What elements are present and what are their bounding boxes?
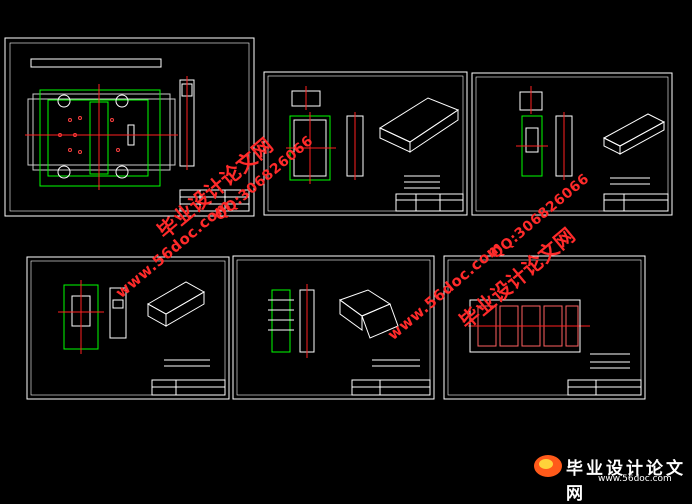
sheet-assembly bbox=[4, 37, 255, 217]
cad-drawing-canvas bbox=[4, 37, 673, 477]
sheet-part-slider bbox=[471, 72, 673, 216]
footer-logo-icon bbox=[534, 455, 562, 477]
sheet-part-cavity bbox=[443, 255, 646, 400]
sheet-part-core bbox=[232, 255, 435, 400]
footer-logo-url: www.56doc.com bbox=[598, 474, 672, 484]
sheet-part-plate bbox=[263, 71, 468, 216]
sheet-part-insert bbox=[26, 256, 230, 400]
